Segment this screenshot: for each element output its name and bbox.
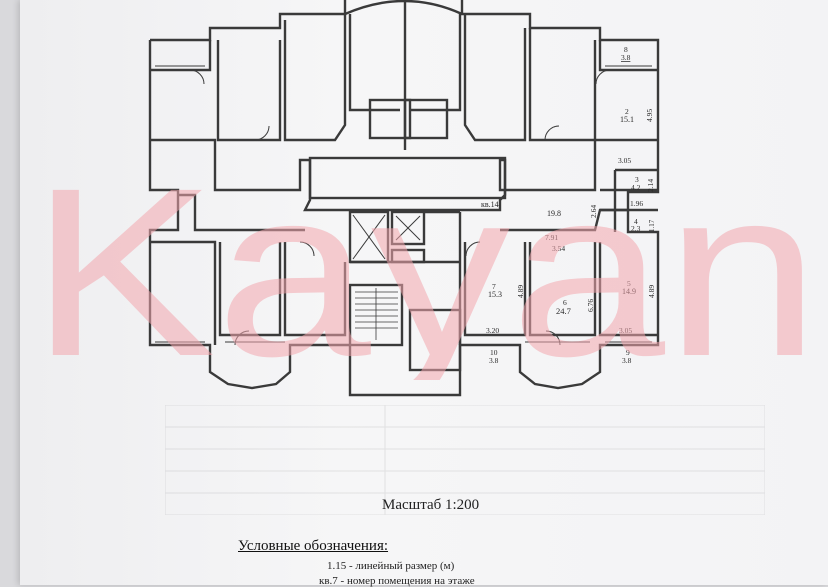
label-r4-area: 2.3 bbox=[631, 224, 641, 233]
floor-plan: кв.14 8 3.8 2 15.1 4.95 3.05 3 4.2 2.14 … bbox=[148, 0, 660, 397]
label-dim-791: 7.91 bbox=[545, 233, 558, 242]
label-r9-num: 9 bbox=[626, 348, 630, 357]
label-r1-area: 19.8 bbox=[547, 209, 561, 218]
elevator-marks bbox=[352, 214, 421, 260]
label-r3-num: 3 bbox=[635, 175, 639, 184]
label-r6-area: 24.7 bbox=[556, 306, 571, 316]
label-r7-dim: 4.89 bbox=[516, 285, 525, 298]
label-r7-area: 15.3 bbox=[488, 290, 502, 299]
background-bleed-through bbox=[164, 404, 766, 516]
label-r2-area: 15.1 bbox=[620, 115, 634, 124]
label-r4-dim: 1.17 bbox=[648, 219, 656, 232]
label-r5-dim: 4.89 bbox=[647, 285, 656, 298]
label-dim-320: 3.20 bbox=[486, 326, 499, 335]
stairs bbox=[355, 288, 398, 340]
label-r7-num: 7 bbox=[492, 282, 496, 291]
scale-label: Масштаб 1:200 bbox=[382, 497, 480, 513]
legend-line-room-number: кв.7 - номер помещения на этаже bbox=[319, 575, 475, 587]
door-marks bbox=[189, 69, 611, 346]
label-r6-num: 6 bbox=[563, 298, 567, 307]
label-r1-dim: 2.64 bbox=[589, 205, 598, 218]
label-dim-196: 1.96 bbox=[630, 199, 643, 208]
label-r4-num: 4 bbox=[634, 217, 638, 226]
legend-title: Условные обозначения: bbox=[238, 538, 389, 554]
label-r10-area: 3.8 bbox=[489, 356, 499, 365]
label-r9-area: 3.8 bbox=[622, 356, 632, 365]
label-r5-area: 14.9 bbox=[622, 287, 636, 296]
label-dim-305b: 3.05 bbox=[619, 326, 632, 335]
label-r3-dim: 2.14 bbox=[646, 179, 655, 192]
walls bbox=[148, 0, 660, 397]
label-r2-dim: 4.95 bbox=[645, 109, 654, 122]
label-kv14: кв.14 bbox=[481, 200, 499, 209]
windows bbox=[155, 65, 652, 343]
label-r3-area: 4.2 bbox=[631, 183, 641, 192]
label-r2-num: 2 bbox=[625, 107, 629, 116]
label-dim-305a: 3.05 bbox=[618, 156, 631, 165]
label-dim-354: 3.54 bbox=[552, 244, 565, 253]
label-r10-num: 10 bbox=[490, 348, 498, 357]
legend-line-dimension: 1.15 - линейный размер (м) bbox=[327, 560, 455, 572]
label-r6-dim: 6.76 bbox=[586, 299, 595, 312]
label-r8-area: 3.8 bbox=[621, 53, 631, 62]
room-labels: кв.14 8 3.8 2 15.1 4.95 3.05 3 4.2 2.14 … bbox=[481, 45, 656, 365]
label-r5-num: 5 bbox=[627, 279, 631, 288]
label-r8-num: 8 bbox=[624, 45, 628, 54]
document-page bbox=[20, 0, 828, 585]
